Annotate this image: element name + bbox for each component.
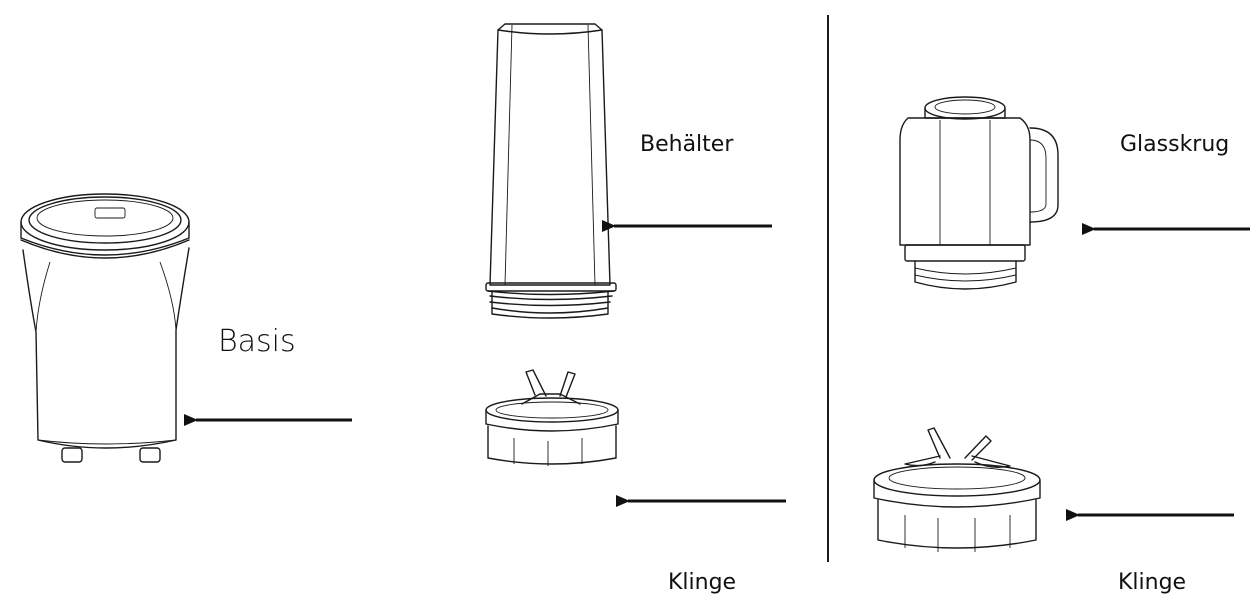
label-klinge-right: Klinge xyxy=(1118,570,1187,595)
base-illustration xyxy=(20,193,190,463)
label-basis: Basis xyxy=(218,324,296,359)
label-glasskrug: Glasskrug xyxy=(1120,132,1230,157)
container-illustration xyxy=(485,23,617,319)
label-behaelter: Behälter xyxy=(640,132,734,157)
label-klinge-left: Klinge xyxy=(668,570,737,595)
blade-left-illustration xyxy=(485,369,619,466)
glass-jar-illustration xyxy=(899,96,1059,290)
blade-right-illustration xyxy=(873,427,1041,552)
